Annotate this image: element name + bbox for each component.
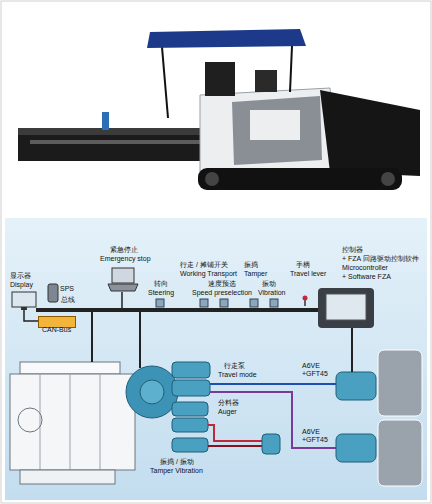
component-label: 分料器 [218, 399, 239, 407]
component-label: Emergency stop [100, 255, 151, 263]
cylinder-head [20, 362, 120, 374]
component-label: + Software FZA [342, 273, 391, 281]
schematic-panel [5, 218, 427, 500]
component-label: Tamper [244, 270, 267, 278]
travel-motor [336, 434, 376, 462]
flywheel-hub [140, 380, 164, 404]
controller-screen [326, 294, 366, 320]
display-icon [12, 292, 36, 307]
joystick-knob [303, 296, 308, 301]
component-label: 紧急停止 [110, 246, 138, 254]
engine-pulley [18, 408, 42, 432]
bus-wire [139, 312, 141, 368]
controller-icon [318, 288, 374, 328]
hopper [320, 90, 420, 176]
auger-pump [172, 402, 208, 416]
component-label: Speed preselection [192, 289, 252, 297]
bus-label: CAN-Bus [42, 326, 71, 334]
gear-housing [378, 350, 422, 416]
pump-cluster [172, 362, 210, 452]
track-wheel [205, 172, 219, 186]
display-wire [24, 310, 38, 321]
gear-housing [378, 420, 422, 486]
bus-wire [91, 312, 93, 362]
sps-icon [48, 284, 58, 302]
component-label: Vibration [258, 289, 286, 297]
component-label: Steering [148, 289, 174, 297]
display-stand [21, 307, 27, 310]
bus-wire [351, 328, 353, 372]
flywheel-housing [126, 366, 178, 418]
component-label: 行走泵 [224, 362, 245, 370]
auger-pump [172, 418, 208, 432]
sensor-post [102, 112, 109, 130]
component-label: Travel mode [218, 371, 257, 379]
hydraulic-line [208, 445, 262, 447]
canopy-post [290, 46, 292, 92]
component-label: Display [10, 281, 33, 289]
component-label: A6VE +GFT45 [302, 428, 332, 444]
oil-pan [20, 470, 115, 484]
component-label: SPS [60, 285, 74, 293]
component-label: 速度预选 [208, 280, 236, 288]
laptop-screen [112, 268, 134, 283]
component-label: 显示器 [10, 272, 31, 280]
switch-icon [200, 299, 208, 307]
hydraulic-line [208, 425, 262, 441]
canopy-post [162, 47, 168, 118]
component-label: 振捣 / 振动 [160, 458, 194, 466]
component-label: 振捣 [244, 261, 258, 269]
component-label: A6VE +GFT45 [302, 362, 332, 378]
component-label: Tamper Vibration [150, 467, 203, 475]
engine-drawing [10, 362, 178, 484]
engine-line [100, 374, 101, 470]
side-panel [232, 96, 322, 165]
engine-block [10, 374, 135, 470]
component-label: + FZA 回路驱动控制软件 [342, 255, 419, 263]
component-label: 转向 [154, 280, 168, 288]
screed-stripe [30, 140, 220, 144]
component-label: Auger [218, 408, 237, 416]
paver-photo [18, 29, 420, 190]
canopy-roof [147, 29, 306, 48]
switch-icon [220, 299, 228, 307]
panel-badge [250, 110, 300, 140]
component-label: 手柄 [296, 261, 310, 269]
switch-icon [270, 299, 278, 307]
switch-icon [156, 299, 164, 307]
engine-line [70, 374, 71, 470]
bus-line [36, 308, 320, 312]
travel-pump [172, 380, 210, 396]
component-label: 总线 [61, 296, 75, 304]
component-label: Travel lever [290, 270, 326, 278]
component-label: 振动 [262, 280, 276, 288]
paver-body [200, 88, 336, 176]
operator-seat [205, 62, 235, 96]
tamper-pump [172, 438, 208, 452]
component-label: Working Transport [180, 270, 237, 278]
travel-motor [336, 372, 376, 400]
switch-icon [250, 299, 258, 307]
control-console [255, 70, 277, 92]
component-label: Microcontroller [342, 264, 388, 272]
component-label: 行走 / 摊铺开关 [180, 261, 228, 269]
travel-pump [172, 362, 210, 378]
engine-line [40, 374, 41, 470]
auger-motor [262, 434, 280, 454]
track [198, 168, 402, 190]
track-wheel [381, 172, 395, 186]
laptop-wire [121, 292, 123, 308]
hydraulic-line [210, 383, 336, 385]
bus-box: CAN-Bus [38, 316, 76, 328]
component-label: 控制器 [342, 246, 363, 254]
laptop-base [108, 284, 138, 291]
